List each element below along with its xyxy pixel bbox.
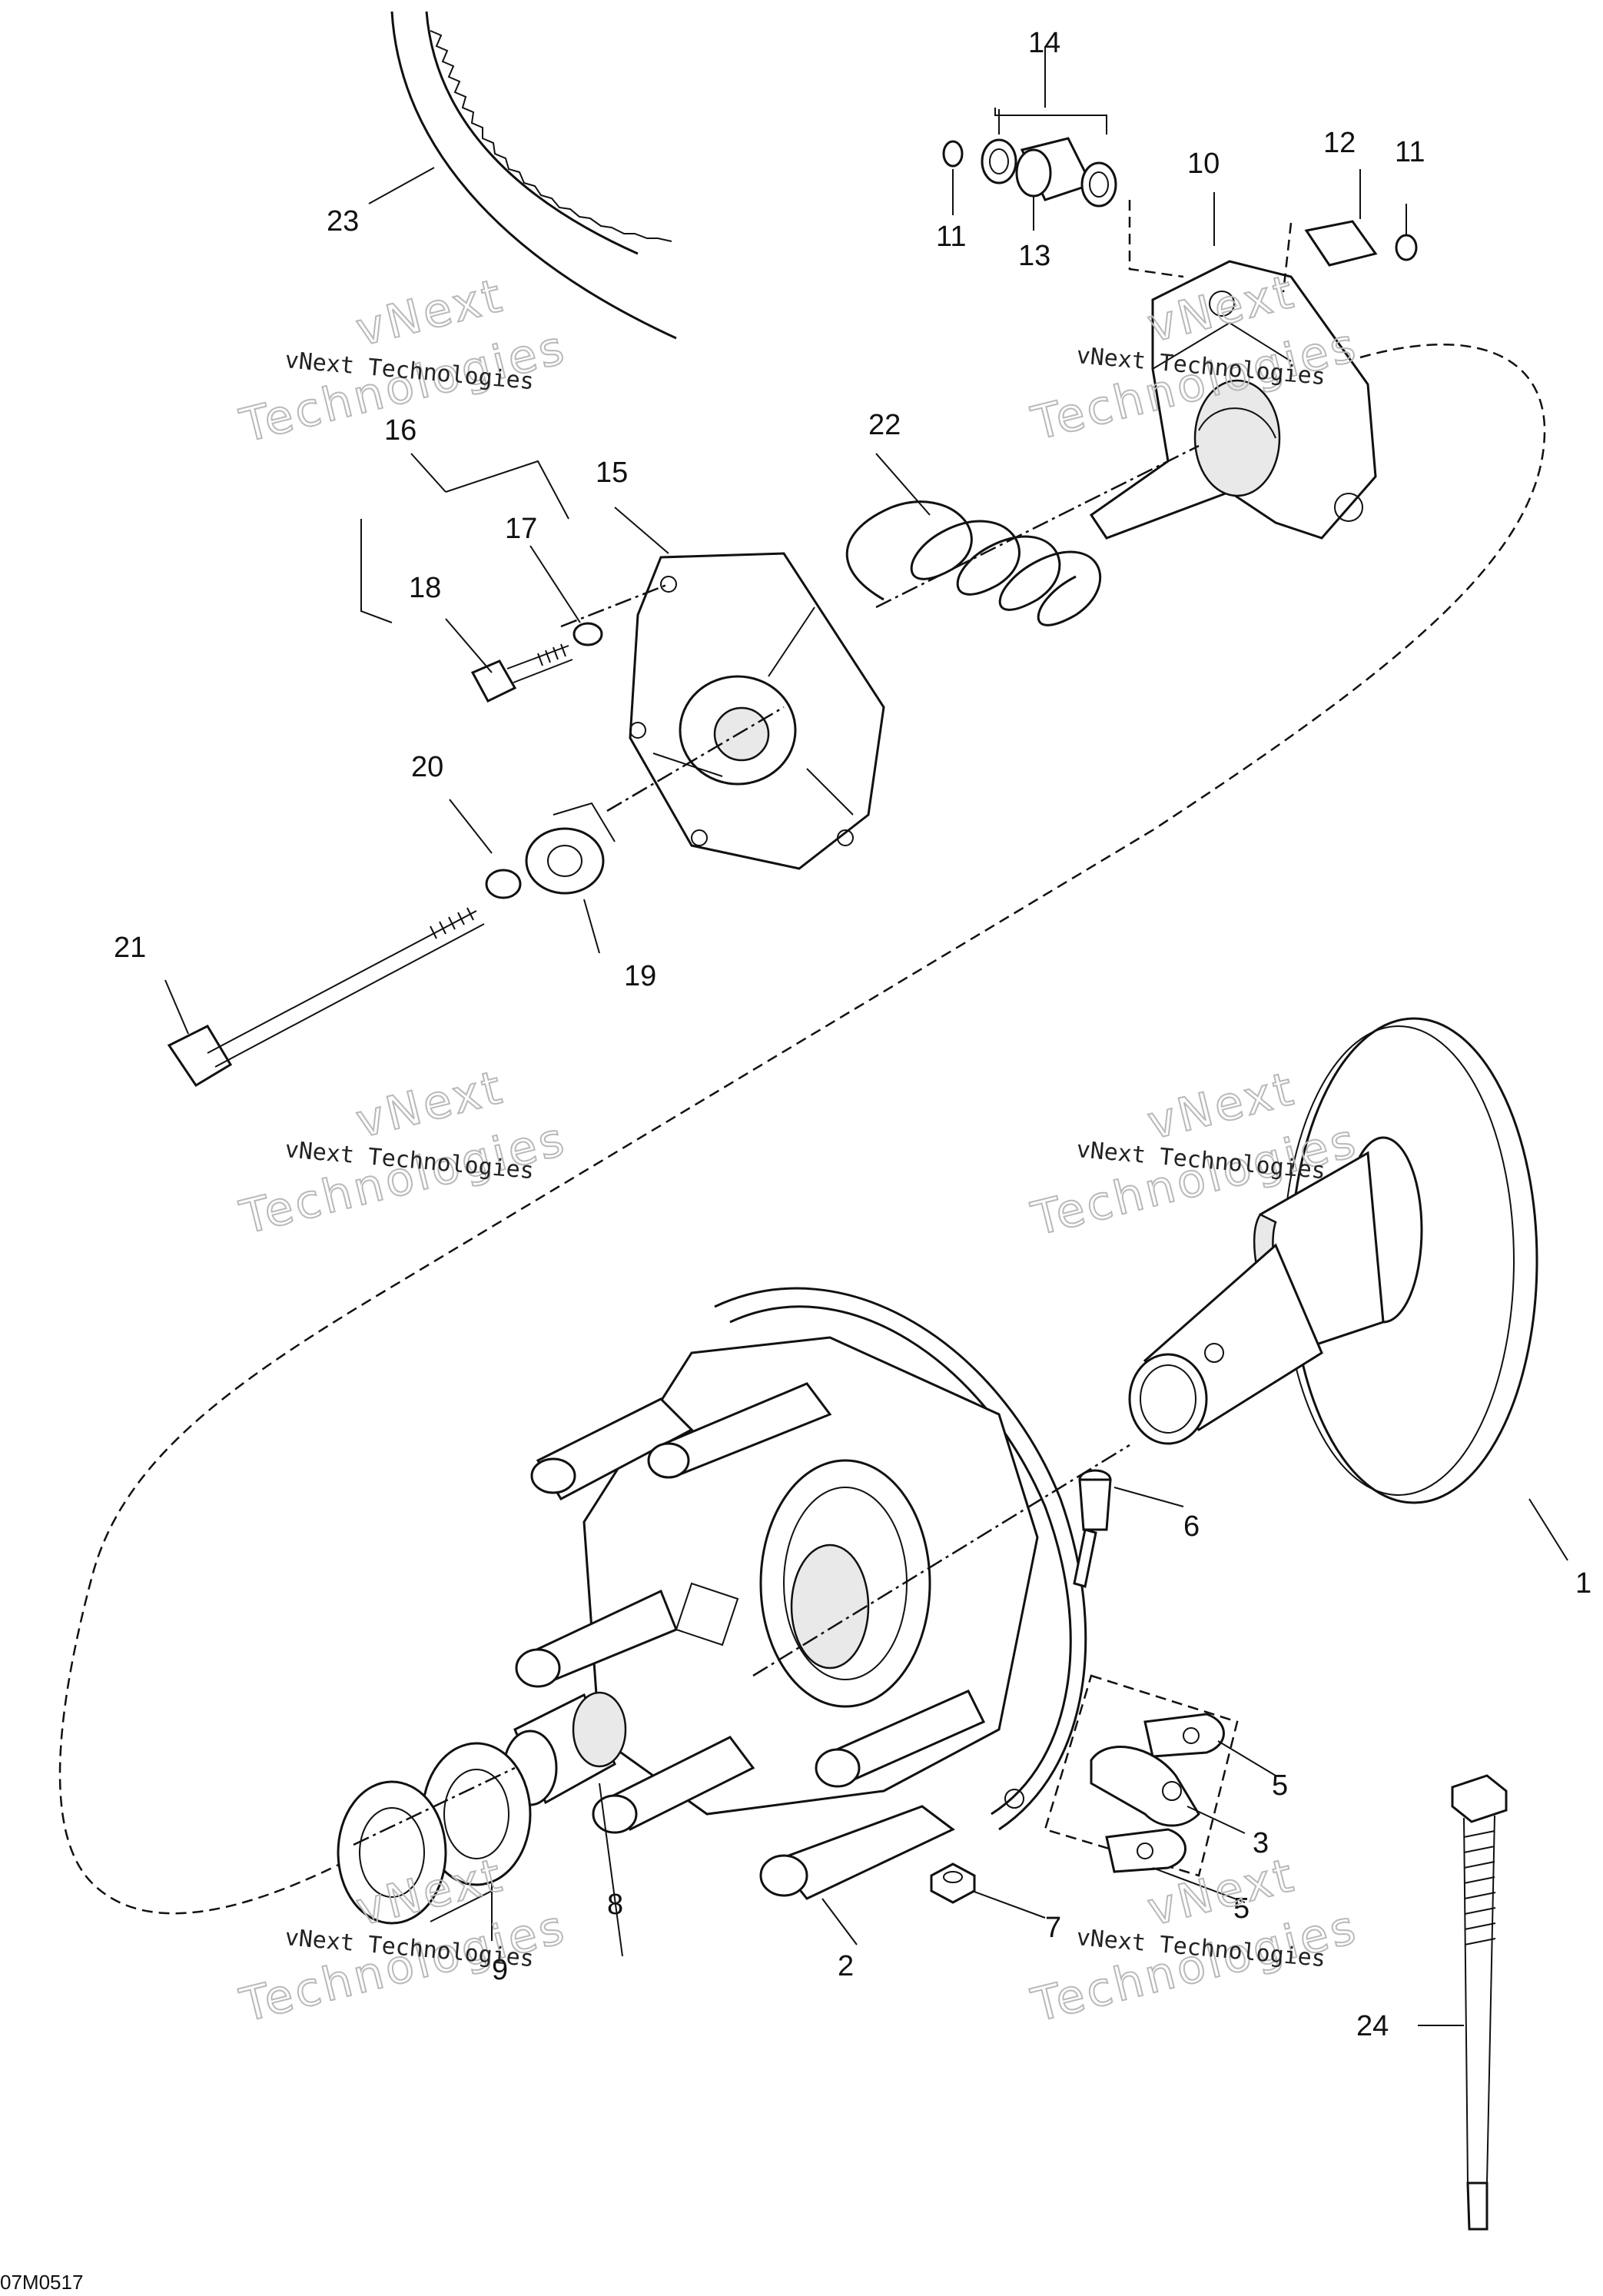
leader-lines [164, 46, 1568, 2026]
watermarks: vNext Technologies vNext Technologies vN… [234, 264, 1364, 2033]
spring [845, 500, 1102, 626]
callout-20: 20 [411, 751, 443, 783]
callout-21: 21 [114, 932, 146, 964]
spacer-cap [525, 802, 616, 895]
callout-12: 12 [1323, 127, 1356, 159]
callout-13: 13 [1018, 240, 1050, 272]
cover-screw [470, 643, 573, 703]
callout-15: 15 [596, 457, 628, 489]
callout-5-upper: 5 [1272, 1769, 1288, 1802]
cam-leader-dashes [1128, 200, 1293, 293]
cap-screw [1073, 1469, 1112, 1588]
assembly-axis [353, 444, 1200, 1846]
retaining-bolt [167, 907, 485, 1088]
callout-16: 16 [384, 414, 417, 447]
moveable-sheave [515, 1287, 1087, 1900]
callout-5-lower: 5 [1233, 1892, 1250, 1925]
cam-slider-shoes [942, 137, 1418, 267]
belt-path-outline [58, 343, 1546, 1915]
shim-washers [337, 1742, 532, 1925]
callout-3: 3 [1253, 1827, 1269, 1859]
callout-24: 24 [1356, 2010, 1389, 2042]
lock-washer-20 [485, 869, 522, 899]
callout-23: 23 [327, 205, 359, 238]
watermark-mid-left: vNext Technologies vNext Technologies [234, 1059, 572, 1245]
callout-11-left: 11 [936, 221, 966, 253]
callout-1: 1 [1575, 1567, 1591, 1600]
callout-22: 22 [868, 409, 901, 441]
callout-17: 17 [505, 513, 537, 545]
callout-14: 14 [1028, 27, 1060, 59]
callout-9: 9 [492, 1954, 508, 1986]
watermark-bottom-left: vNext Technologies vNext Technologies [234, 1847, 572, 2033]
callout-2: 2 [838, 1950, 854, 1982]
callout-11-right: 11 [1395, 136, 1425, 168]
drive-belt [390, 11, 677, 340]
callout-8: 8 [607, 1889, 623, 1921]
bolt-24 [1451, 1774, 1508, 2231]
watermark-bottom-right: vNext Technologies vNext Technologies [1026, 1847, 1364, 2033]
cam [1089, 260, 1377, 540]
callout-10: 10 [1187, 148, 1220, 180]
drawing-code: 07M0517 [0, 2271, 83, 2294]
callout-6: 6 [1183, 1510, 1200, 1543]
callout-labels: 1 2 3 5 5 6 7 8 9 10 11 11 12 13 14 15 1… [114, 27, 1591, 2042]
callout-19: 19 [624, 960, 656, 992]
governor-cup [629, 552, 885, 870]
roller-arm-assembly [1044, 1674, 1239, 1877]
callout-18: 18 [409, 572, 441, 604]
lock-washer-17 [572, 622, 603, 646]
lock-nut [930, 1862, 976, 1904]
fixed-sheave [1128, 1017, 1538, 1504]
callout-7: 7 [1045, 1912, 1061, 1944]
